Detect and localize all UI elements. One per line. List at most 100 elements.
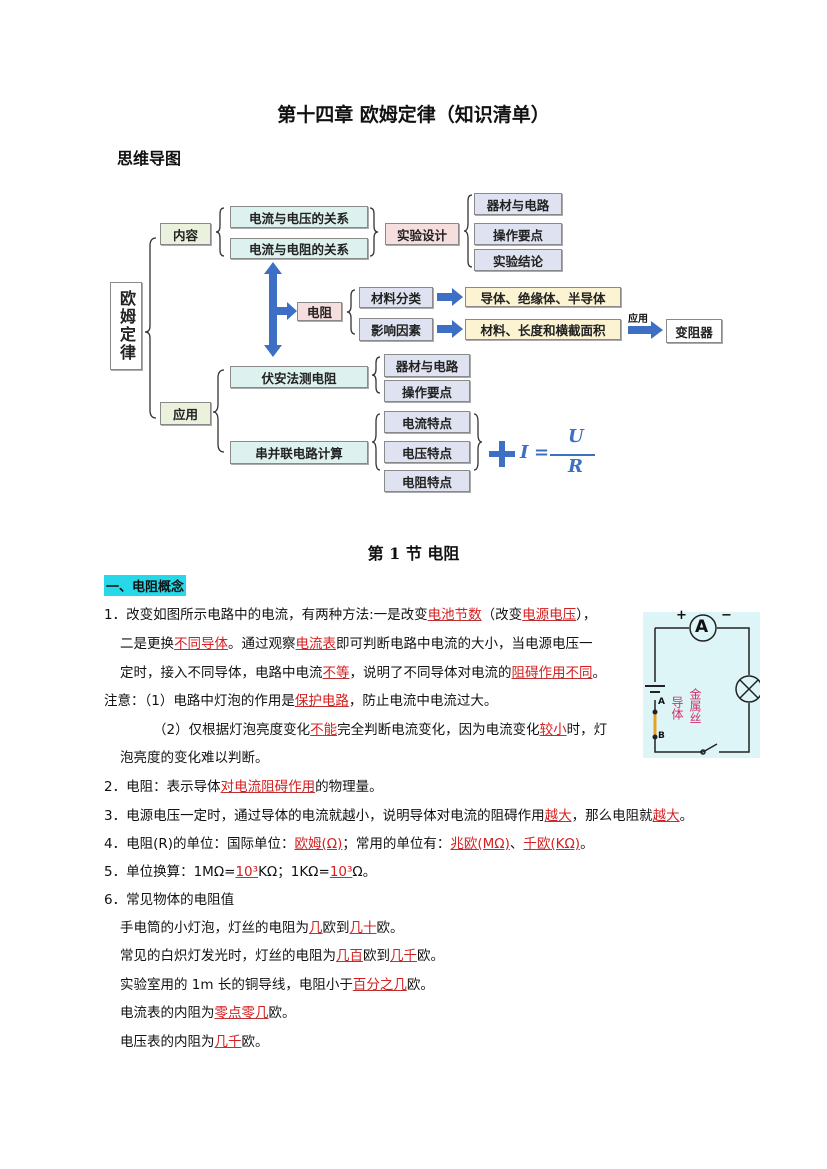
answer-text: 零点零几	[214, 1005, 269, 1021]
brace-relations	[369, 207, 379, 257]
text-segment: 6．常见物体的电阻值	[104, 892, 235, 908]
node-operation: 操作要点	[474, 223, 562, 245]
node-resistance: 电阻	[297, 302, 342, 321]
answer-text: 百分之几	[352, 977, 407, 993]
answer-text: 兆欧(MΩ)	[450, 836, 510, 852]
node-equipment-2: 器材与电路	[384, 354, 470, 377]
node-conclusion: 实验结论	[474, 249, 562, 271]
text-segment: ，说明了不同导体对电流的	[349, 665, 512, 681]
text-segment: 。通过观察	[228, 636, 296, 652]
answer-text: 几千	[214, 1034, 242, 1050]
node-factor-result: 材料、长度和横截面积	[465, 319, 621, 340]
text-segment: ），	[576, 607, 597, 623]
formula-i: I	[520, 442, 529, 463]
answer-text: 几千	[390, 948, 417, 964]
node-resistance-features: 电阻特点	[384, 470, 470, 492]
node-operation-2: 操作要点	[384, 380, 470, 402]
circuit-wires	[645, 614, 763, 755]
node-current-resistance: 电流与电阻的关系	[230, 238, 368, 259]
node-root: 欧姆定律	[110, 282, 142, 370]
node-equipment: 器材与电路	[474, 193, 562, 215]
text-segment: 。	[592, 665, 607, 681]
text-line: 二是更换不同导体。通过观察电流表即可判断电路中电流的大小，当电源电压一	[120, 632, 593, 652]
brace-resist	[346, 289, 356, 335]
text-segment: 欧到	[322, 920, 350, 936]
text-line: 定时，接入不同导体，电路中电流不等，说明了不同导体对电流的阻碍作用不同。	[120, 661, 606, 681]
text-line: 1．改变如图所示电路中的电流，有两种方法:一是改变电池节数（改变电源电压），	[104, 603, 596, 623]
node-material-result: 导体、绝缘体、半导体	[465, 287, 621, 307]
text-segment: 手电筒的小灯泡，灯丝的电阻为	[120, 920, 309, 936]
text-line: 6．常见物体的电阻值	[104, 888, 234, 908]
brace-features	[473, 413, 483, 471]
text-line: 泡亮度的变化难以判断。	[120, 746, 269, 766]
node-voltage-features: 电压特点	[384, 441, 470, 463]
subsection-heading: 一、电阻概念	[104, 575, 187, 596]
brace-voltamm	[371, 356, 381, 394]
text-segment: Ω。	[352, 864, 377, 880]
text-segment: 3．电源电压一定时，通过导体的电流就越小，说明导体对电流的阻碍作用	[104, 808, 545, 824]
text-segment: 2．电阻：表示导体	[104, 779, 221, 795]
node-current-voltage: 电流与电压的关系	[230, 206, 368, 228]
text-segment: ；常用的单位有：	[342, 836, 451, 852]
answer-text: 阻碍作用不同	[511, 665, 593, 681]
text-line: 5．单位换算：1MΩ=10³KΩ；1KΩ=10³Ω。	[104, 860, 376, 880]
mindmap-connectors	[144, 194, 663, 471]
text-segment: （2）仅根据灯泡亮度变化	[153, 722, 311, 738]
ammeter-label: A	[695, 617, 709, 637]
text-segment: 欧到	[363, 948, 390, 964]
mindmap-heading: 思维导图	[117, 149, 182, 168]
node-content: 内容	[160, 223, 211, 245]
node-current-features: 电流特点	[384, 411, 470, 433]
answer-text: 越大	[544, 808, 572, 824]
text-segment: 欧。	[268, 1005, 296, 1021]
text-segment: 欧。	[417, 948, 444, 964]
node-material-class: 材料分类	[359, 287, 433, 308]
text-segment: 完全判断电流变化，因为电流变化	[337, 722, 540, 738]
answer-text: 越大	[652, 808, 680, 824]
answer-text: 电源电压	[522, 607, 577, 623]
text-segment: 即可判断电路中电流的大小，当电源电压一	[336, 636, 593, 652]
text-line: 2．电阻：表示导体对电流阻碍作用的物理量。	[104, 775, 383, 795]
text-segment: 的物理量。	[315, 779, 383, 795]
answer-text: 电流表	[295, 636, 337, 652]
answer-text: 不能	[310, 722, 338, 738]
circuit-diagram: + − A A B 导体 金属丝	[643, 608, 763, 758]
text-segment: 注意：（1）电路中灯泡的作用是	[104, 693, 295, 709]
text-segment: 欧。	[241, 1034, 269, 1050]
positive-sign: +	[676, 608, 687, 623]
text-segment: 电压表的内阻为	[120, 1034, 215, 1050]
text-segment: 定时，接入不同导体，电路中电流	[120, 665, 323, 681]
formula-eq: =	[534, 442, 550, 463]
node-apply: 应用	[160, 402, 211, 425]
text-line: 电压表的内阻为几千欧。	[120, 1030, 269, 1050]
text-segment: 常见的白炽灯发光时，灯丝的电阻为	[120, 948, 336, 964]
text-segment: 电流表的内阻为	[120, 1005, 215, 1021]
answer-text: 保护电路	[294, 693, 349, 709]
metal-wire-label: 金属丝	[688, 688, 702, 724]
answer-text: 电池节数	[427, 607, 482, 623]
text-segment: 欧。	[376, 920, 404, 936]
node-series-parallel: 串并联电路计算	[230, 441, 368, 464]
answer-text: 欧姆(Ω)	[294, 836, 343, 852]
ammeter-icon	[689, 614, 717, 642]
brace-design	[463, 194, 473, 268]
text-line: 4．电阻(R)的单位：国际单位：欧姆(Ω)；常用的单位有：兆欧(MΩ)、千欧(K…	[104, 832, 594, 852]
text-segment: 4．电阻(R)的单位：国际单位：	[104, 836, 295, 852]
text-segment: 实验室用的 1m 长的铜导线，电阻小于	[120, 977, 353, 993]
brace-apply	[212, 369, 225, 453]
text-segment: ，防止电流中电流过大。	[348, 693, 498, 709]
conductor-label: 导体	[670, 696, 684, 720]
text-segment: 、	[509, 836, 524, 852]
text-segment: 欧。	[406, 977, 434, 993]
formula-u: U	[568, 426, 584, 447]
answer-text: 不同导体	[174, 636, 228, 652]
brace-series	[371, 413, 381, 471]
text-line: 注意：（1）电路中灯泡的作用是保护电路，防止电流中电流过大。	[104, 689, 497, 709]
formula-r: R	[568, 456, 583, 477]
text-segment: 。	[580, 836, 594, 852]
answer-text: 几十	[349, 920, 377, 936]
text-line: 实验室用的 1m 长的铜导线，电阻小于百分之几欧。	[120, 973, 434, 993]
text-line: 手电筒的小灯泡，灯丝的电阻为几欧到几十欧。	[120, 916, 404, 936]
answer-text: 几	[309, 920, 323, 936]
